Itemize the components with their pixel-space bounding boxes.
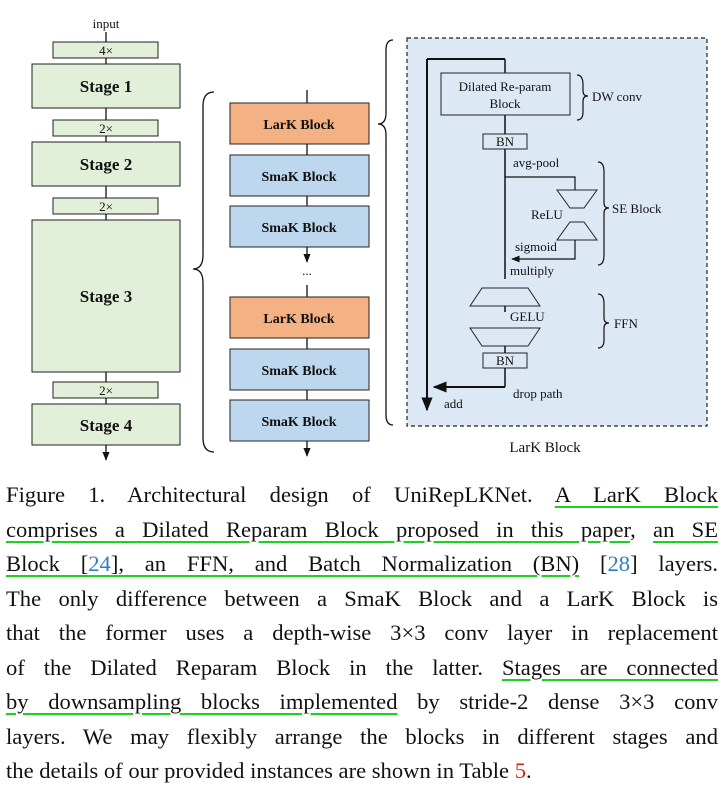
smak-block-1 xyxy=(229,154,370,197)
drop-path-label: drop path xyxy=(513,386,563,401)
blocks-ellipsis: ... xyxy=(302,263,312,278)
lark-panel-title: LarK Block xyxy=(509,440,581,456)
caption-line-1: Figure 1. Architectural design of UniRep… xyxy=(6,482,718,507)
downsample-multiplier-2: 2× xyxy=(99,121,113,136)
avg-pool-label: avg-pool xyxy=(513,155,560,170)
stage-3-label: Stage 3 xyxy=(80,287,132,306)
caption-line-6: of the Dilated Reparam Block in the latt… xyxy=(6,654,718,680)
downsample-multiplier-4: 2× xyxy=(99,383,113,398)
stage-3-box xyxy=(31,219,181,373)
stage-1-box xyxy=(31,63,181,109)
citation-28-link[interactable]: 28 xyxy=(607,551,631,576)
stages-column: input 4× Stage 1 2× Stage 2 2× Stage 3 2… xyxy=(31,16,181,461)
multiply-label: multiply xyxy=(510,263,555,278)
caption-line-9: the details of our provided instances ar… xyxy=(6,758,532,783)
smak-block-3-label: SmaK Block xyxy=(261,364,336,379)
lark-block-2 xyxy=(229,296,370,339)
bn-label-2: BN xyxy=(496,353,515,368)
dw-conv-label: DW conv xyxy=(592,89,642,104)
figure-caption: Figure 1. Architectural design of UniRep… xyxy=(6,478,718,789)
caption-line-4: The only difference between a SmaK Block… xyxy=(6,585,718,611)
smak-block-1-label: SmaK Block xyxy=(261,170,336,185)
stage3-brace xyxy=(192,91,215,453)
dilated-reparam-block xyxy=(440,72,571,116)
stage-4-box xyxy=(31,403,181,446)
gelu-label: GELU xyxy=(510,309,545,324)
input-label: input xyxy=(93,16,120,31)
blocks-column: LarK Block SmaK Block SmaK Block ... Lar… xyxy=(229,90,370,457)
se-block-brace xyxy=(597,161,610,266)
downsample-multiplier-1: 4× xyxy=(99,43,113,58)
stage-1-label: Stage 1 xyxy=(80,77,132,96)
citation-24-link[interactable]: 24 xyxy=(88,551,111,576)
lark-detail-panel: add Dilated Re-param Block DW conv BN av… xyxy=(406,37,708,427)
smak-block-4-label: SmaK Block xyxy=(261,415,336,430)
stage-2-label: Stage 2 xyxy=(80,155,132,174)
ffn-expand-trapezoid xyxy=(469,287,541,307)
bn-label-1: BN xyxy=(496,134,515,149)
architecture-diagram: input 4× Stage 1 2× Stage 2 2× Stage 3 2… xyxy=(31,16,708,461)
dilated-reparam-label-line2: Block xyxy=(489,96,521,111)
stage-4-label: Stage 4 xyxy=(80,416,133,435)
lark-block-2-label: LarK Block xyxy=(263,312,334,327)
dw-conv-brace xyxy=(576,74,589,121)
table-5-link[interactable]: 5 xyxy=(514,758,527,783)
highlight-3b: by downsampling blocks implemented xyxy=(6,689,398,714)
stage-2-box xyxy=(31,141,181,187)
highlight-1: A LarK Block xyxy=(554,482,718,507)
ffn-brace xyxy=(597,293,610,349)
lark-block-1-label: LarK Block xyxy=(263,118,334,133)
highlight-2: an SE xyxy=(653,516,719,542)
smak-block-2 xyxy=(229,205,370,248)
relu-label: ReLU xyxy=(531,207,563,222)
smak-block-2-label: SmaK Block xyxy=(261,221,336,236)
lark-detail-brace xyxy=(377,39,394,426)
caption-line-7: by downsampling blocks implemented by st… xyxy=(6,689,718,714)
downsample-multiplier-3: 2× xyxy=(99,199,113,214)
sigmoid-label: sigmoid xyxy=(515,239,557,254)
dilated-reparam-label-line1: Dilated Re-param xyxy=(459,79,552,94)
add-label: add xyxy=(444,396,463,411)
ffn-reduce-trapezoid xyxy=(469,327,541,347)
se-reduce-trapezoid xyxy=(556,189,598,209)
smak-block-4 xyxy=(229,399,370,442)
caption-line-5: that the former uses a depth-wise 3×3 co… xyxy=(6,620,718,645)
caption-line-8: layers. We may flexibly arrange the bloc… xyxy=(6,723,718,749)
lark-block-1 xyxy=(229,102,370,145)
highlight-3: Stages are connected xyxy=(501,654,718,680)
caption-line-2: comprises a Dilated Reparam Block propos… xyxy=(6,516,719,542)
highlight-1b: comprises a Dilated Reparam Block propos… xyxy=(6,516,631,542)
ffn-label: FFN xyxy=(614,316,638,331)
se-block-label: SE Block xyxy=(612,201,662,216)
se-expand-trapezoid xyxy=(556,221,598,241)
caption-line-3: Block [24], an FFN, and Batch Normalizat… xyxy=(6,551,718,576)
smak-block-3 xyxy=(229,348,370,391)
